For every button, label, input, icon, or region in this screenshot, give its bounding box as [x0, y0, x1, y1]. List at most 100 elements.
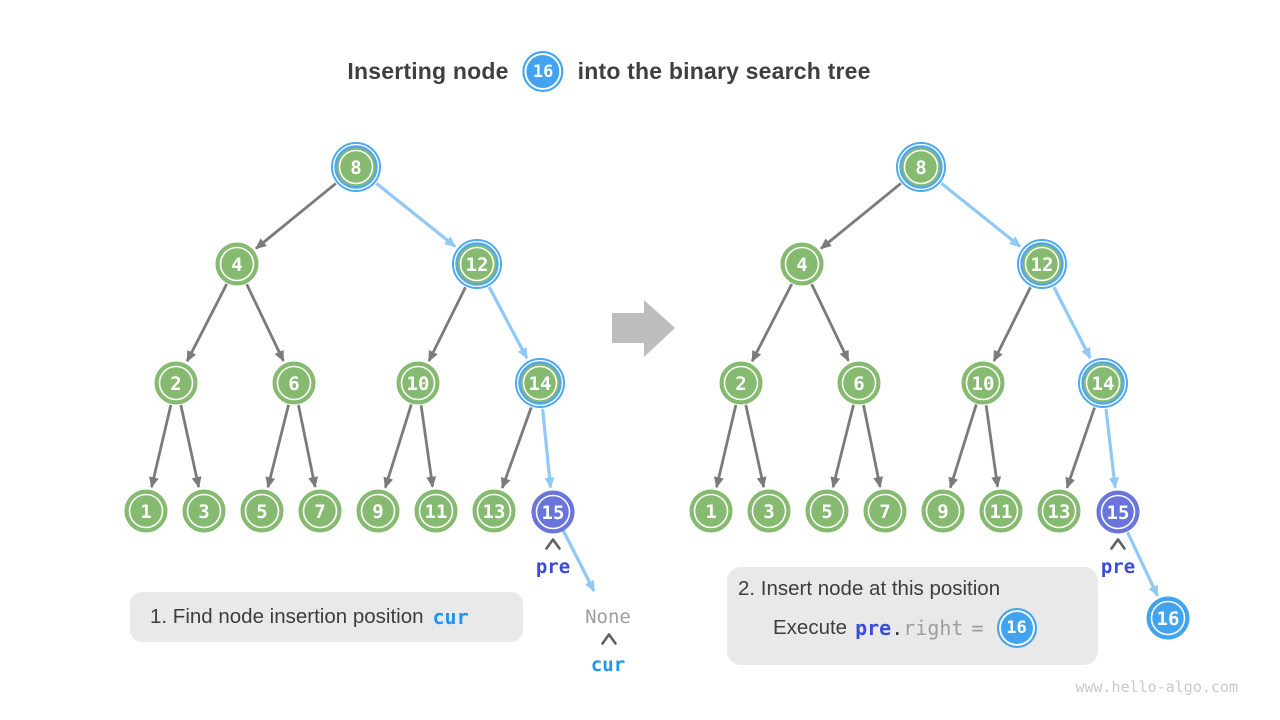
tree-node-4: 4 [780, 242, 824, 286]
tree-node-value: 14 [529, 373, 552, 395]
tree-node-7: 7 [863, 489, 907, 533]
tree-node-value: 6 [853, 373, 864, 395]
tree-node-5: 5 [240, 489, 284, 533]
pointer-label-pre: pre [536, 556, 570, 578]
step1-caption-cur-code: cur [432, 605, 469, 629]
tree-node-4: 4 [215, 242, 259, 286]
tree-node-value: 2 [735, 373, 746, 395]
step2-dot-code: . [891, 616, 904, 640]
tree-edge-6-7 [862, 404, 884, 488]
tree-node-value: 12 [1031, 254, 1054, 276]
tree-edge-10-11 [984, 405, 1002, 488]
tree-node-value: 8 [915, 157, 926, 179]
tree-edge-14-13 [500, 406, 533, 489]
tree-node-value: 16 [1157, 608, 1180, 630]
figure-title: Inserting node 16 into the binary search… [347, 51, 870, 92]
tree-node-10: 10 [961, 361, 1005, 405]
tree-node-14: 14 [1078, 358, 1128, 408]
tree-node-2: 2 [719, 361, 763, 405]
step2-equals-code: = [971, 616, 984, 640]
tree-node-6: 6 [272, 361, 316, 405]
tree-node-value: 10 [972, 373, 995, 395]
tree-node-value: 3 [763, 501, 774, 523]
tree-edge-14-13 [1065, 407, 1096, 489]
search-path-arrow-0 [561, 529, 596, 592]
tree-node-value: 1 [705, 501, 716, 523]
tree-node-12: 12 [1017, 239, 1067, 289]
pointer-label-pre: pre [1101, 556, 1135, 578]
tree-edge-10-9 [948, 404, 978, 489]
pointer-label-cur: cur [591, 654, 625, 676]
tree-edge-6-5 [830, 404, 855, 489]
tree-node-value: 6 [288, 373, 299, 395]
tree-edge-12-10 [427, 286, 467, 362]
step2-caption: 2. Insert node at this position Execute … [727, 567, 1098, 665]
watermark: www.hello-algo.com [1075, 678, 1238, 696]
tree-node-value: 11 [425, 501, 448, 523]
step2-node-16-badge: 16 [996, 608, 1037, 648]
tree-node-value: 1 [140, 501, 151, 523]
tree-node-value: 13 [483, 501, 506, 523]
tree-edge-12-10 [992, 286, 1032, 362]
step2-pre-code: pre [855, 616, 892, 640]
tree-node-value: 5 [256, 501, 267, 523]
tree-edge-6-5 [265, 404, 290, 489]
tree-node-15: 15 [531, 490, 575, 534]
pointer-caret-icon [545, 538, 561, 550]
tree-node-value: 13 [1048, 501, 1071, 523]
tree-node-value: 7 [879, 501, 890, 523]
tree-node-value: 7 [314, 501, 325, 523]
tree-edge-10-11 [419, 405, 437, 488]
tree-edge-8-12 [375, 182, 457, 248]
pointer-caret-icon [601, 633, 617, 645]
tree-edge-12-14 [487, 286, 529, 360]
tree-edge-2-1 [149, 404, 173, 489]
tree-node-3: 3 [182, 489, 226, 533]
tree-node-5: 5 [805, 489, 849, 533]
tree-node-1: 1 [124, 489, 168, 533]
tree-node-11: 11 [414, 489, 458, 533]
tree-node-value: 9 [372, 501, 383, 523]
transition-arrow-icon [612, 300, 675, 357]
tree-node-11: 11 [979, 489, 1023, 533]
tree-node-15: 15 [1096, 490, 1140, 534]
none-label: None [585, 606, 631, 628]
tree-edge-2-3 [744, 404, 767, 489]
step2-execute-text: Execute [773, 616, 848, 639]
tree-node-9: 9 [921, 489, 965, 533]
step2-right-code: right [903, 616, 964, 640]
title-text-right: into the binary search tree [577, 58, 871, 84]
tree-node-2: 2 [154, 361, 198, 405]
tree-node-7: 7 [298, 489, 342, 533]
tree-node-13: 13 [1037, 489, 1081, 533]
tree-edge-2-3 [179, 404, 202, 489]
tree-node-value: 14 [1092, 373, 1115, 395]
tree-node-10: 10 [396, 361, 440, 405]
tree-edge-4-2 [185, 283, 228, 363]
step2-caption-line1: 2. Insert node at this position [738, 577, 1001, 600]
tree-node-value: 2 [170, 373, 181, 395]
tree-node-value: 3 [198, 501, 209, 523]
tree-node-value: 8 [350, 157, 361, 179]
tree-edge-4-6 [245, 283, 285, 362]
tree-edge-6-7 [297, 404, 319, 488]
tree-node-1: 1 [689, 489, 733, 533]
tree-edge-10-9 [383, 404, 413, 489]
tree-node-8: 8 [331, 142, 381, 192]
tree-edge-14-15 [1104, 408, 1119, 489]
tree-edge-4-6 [810, 283, 850, 362]
tree-node-12: 12 [452, 239, 502, 289]
step2-caption-line2: Execute pre . right = 16 [773, 608, 1098, 648]
tree-edge-8-4 [255, 182, 337, 250]
step1-caption-text: 1. Find node insertion position [150, 605, 424, 628]
tree-node-value: 15 [1107, 502, 1130, 524]
tree-node-value: 4 [231, 254, 242, 276]
tree-node-value: 4 [796, 254, 807, 276]
tree-edge-2-1 [714, 404, 738, 489]
tree-edge-12-14 [1052, 286, 1092, 359]
tree-node-3: 3 [747, 489, 791, 533]
